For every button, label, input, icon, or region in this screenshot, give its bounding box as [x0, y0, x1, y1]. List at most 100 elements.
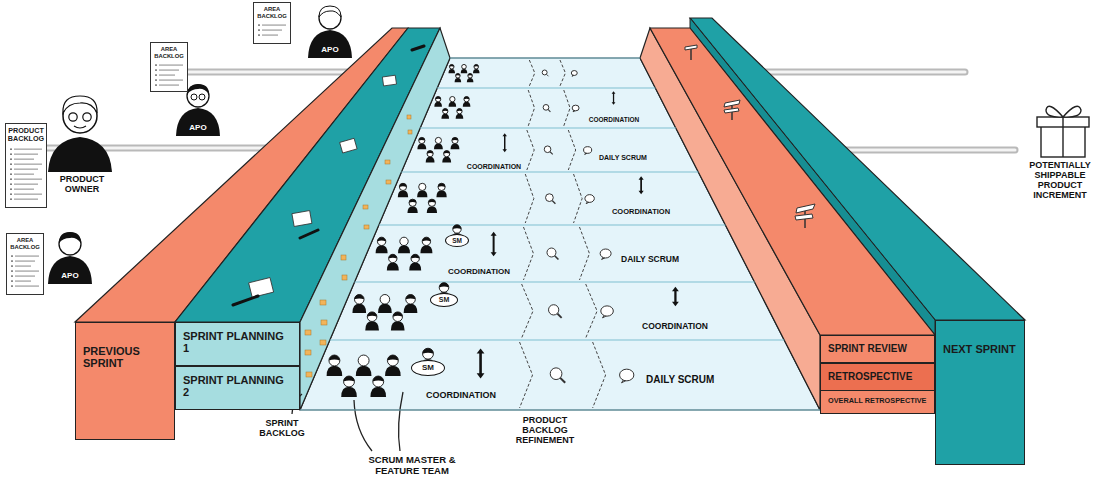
magnifier-icon: [544, 146, 551, 153]
person-head: [411, 254, 419, 262]
refinement-chevron: [520, 342, 533, 408]
lane-line: [437, 88, 655, 89]
person-head: [419, 137, 425, 143]
sticky-note: [364, 225, 369, 229]
person-head: [422, 237, 430, 245]
sprint-block: SPRINT REVIEW: [820, 335, 935, 363]
sheet-line: [15, 281, 31, 282]
arrow-head: [477, 348, 485, 353]
refinement-chevron: [528, 90, 534, 126]
label-text: COORDINATION: [448, 268, 510, 277]
sheet-bullet: [10, 154, 12, 155]
speech-bubble: [571, 71, 577, 76]
person-head: [439, 283, 449, 293]
signpost: [724, 100, 740, 107]
label-text: DAILY SCRUM: [599, 154, 647, 162]
label-text: COORDINATION: [589, 116, 639, 123]
sheet-bullet: [11, 256, 13, 257]
node-text: NEXT SPRINT: [943, 343, 1016, 355]
person-head: [444, 151, 450, 157]
apo-figure: [199, 94, 205, 100]
apo-figure: [187, 84, 209, 94]
sheet-line: [14, 159, 34, 160]
backlog-card: [249, 278, 274, 298]
signpost: [724, 108, 739, 113]
sheet-bullet: [10, 169, 12, 170]
text-label: COORDINATION: [439, 260, 519, 278]
sheet-bullet: [11, 266, 13, 267]
person-head: [373, 376, 384, 387]
person-hair: [354, 295, 364, 300]
apo-figure: [319, 6, 341, 17]
magnifier-icon: [555, 256, 559, 260]
signpost: [685, 45, 697, 50]
person-body: [385, 366, 401, 376]
sticky-note: [305, 330, 311, 335]
person-body: [473, 69, 480, 73]
gift-icon: [1046, 106, 1081, 117]
apo-figure: [59, 232, 81, 243]
person-head: [387, 355, 398, 366]
person-head: [377, 237, 385, 245]
person-head: [428, 199, 435, 206]
label-text: COORDINATION: [612, 208, 670, 216]
sheet-line: [262, 30, 282, 31]
person-body: [365, 321, 379, 330]
signpost: [795, 214, 813, 220]
sheet-line: [15, 286, 39, 287]
person-hair: [409, 199, 416, 203]
arrow-head: [672, 302, 679, 307]
sheet-line: [15, 271, 39, 272]
text-label: COORDINATION: [601, 200, 681, 218]
person-body: [420, 245, 432, 253]
sheet-bullet: [10, 159, 12, 160]
node-text: SPRINT REVIEW: [828, 343, 907, 354]
apo-figure: [319, 7, 341, 29]
person-hair: [373, 376, 384, 381]
person-head: [449, 64, 454, 69]
backlog-sheet: AREA BACKLOG: [150, 42, 188, 92]
scrum-master-ellipse: SM: [445, 234, 469, 247]
text-label: PRODUCT BACKLOG REFINEMENT: [505, 415, 585, 447]
person-hair: [427, 151, 433, 154]
person-hair: [464, 97, 469, 100]
person-head: [393, 312, 403, 322]
backlog-card: [233, 46, 424, 305]
person-head: [329, 355, 340, 366]
text-label: PRODUCT OWNER: [47, 174, 117, 196]
magnifier-icon: [548, 109, 550, 111]
text-label: COORDINATION: [459, 155, 529, 173]
person-body: [461, 69, 468, 73]
person-head: [344, 376, 355, 387]
product-owner-figure: [69, 113, 77, 121]
person-body: [352, 304, 366, 313]
refinement-chevron: [579, 227, 589, 280]
right-block: [640, 18, 1025, 410]
backlog-card: [292, 211, 312, 227]
sheet-bullet: [155, 75, 157, 76]
sheet-bullet: [11, 271, 13, 272]
person-body: [463, 102, 471, 107]
backlog-card: [382, 75, 396, 86]
refinement-chevron: [529, 60, 534, 86]
person-body: [391, 321, 405, 330]
person-body: [436, 190, 446, 197]
arrow-head: [672, 287, 679, 292]
person-hair: [329, 355, 340, 360]
left-block: [300, 28, 450, 410]
person-hair: [457, 109, 462, 112]
speech-bubble: [601, 306, 614, 316]
person-hair: [367, 312, 377, 317]
person-head: [443, 109, 448, 114]
node-text: SPRINT PLANNING 1: [183, 330, 292, 355]
scrum-master-ellipse: SM: [430, 293, 458, 307]
sheet-bullet: [10, 199, 12, 200]
person-body: [441, 114, 449, 119]
magnifier-icon: [552, 200, 555, 203]
sheet-bullet: [155, 70, 157, 71]
sheet-line: [262, 25, 286, 26]
person-body: [434, 102, 442, 107]
person-body: [404, 304, 418, 313]
refinement-chevron: [527, 130, 534, 170]
text-label: DAILY SCRUM: [646, 369, 736, 387]
